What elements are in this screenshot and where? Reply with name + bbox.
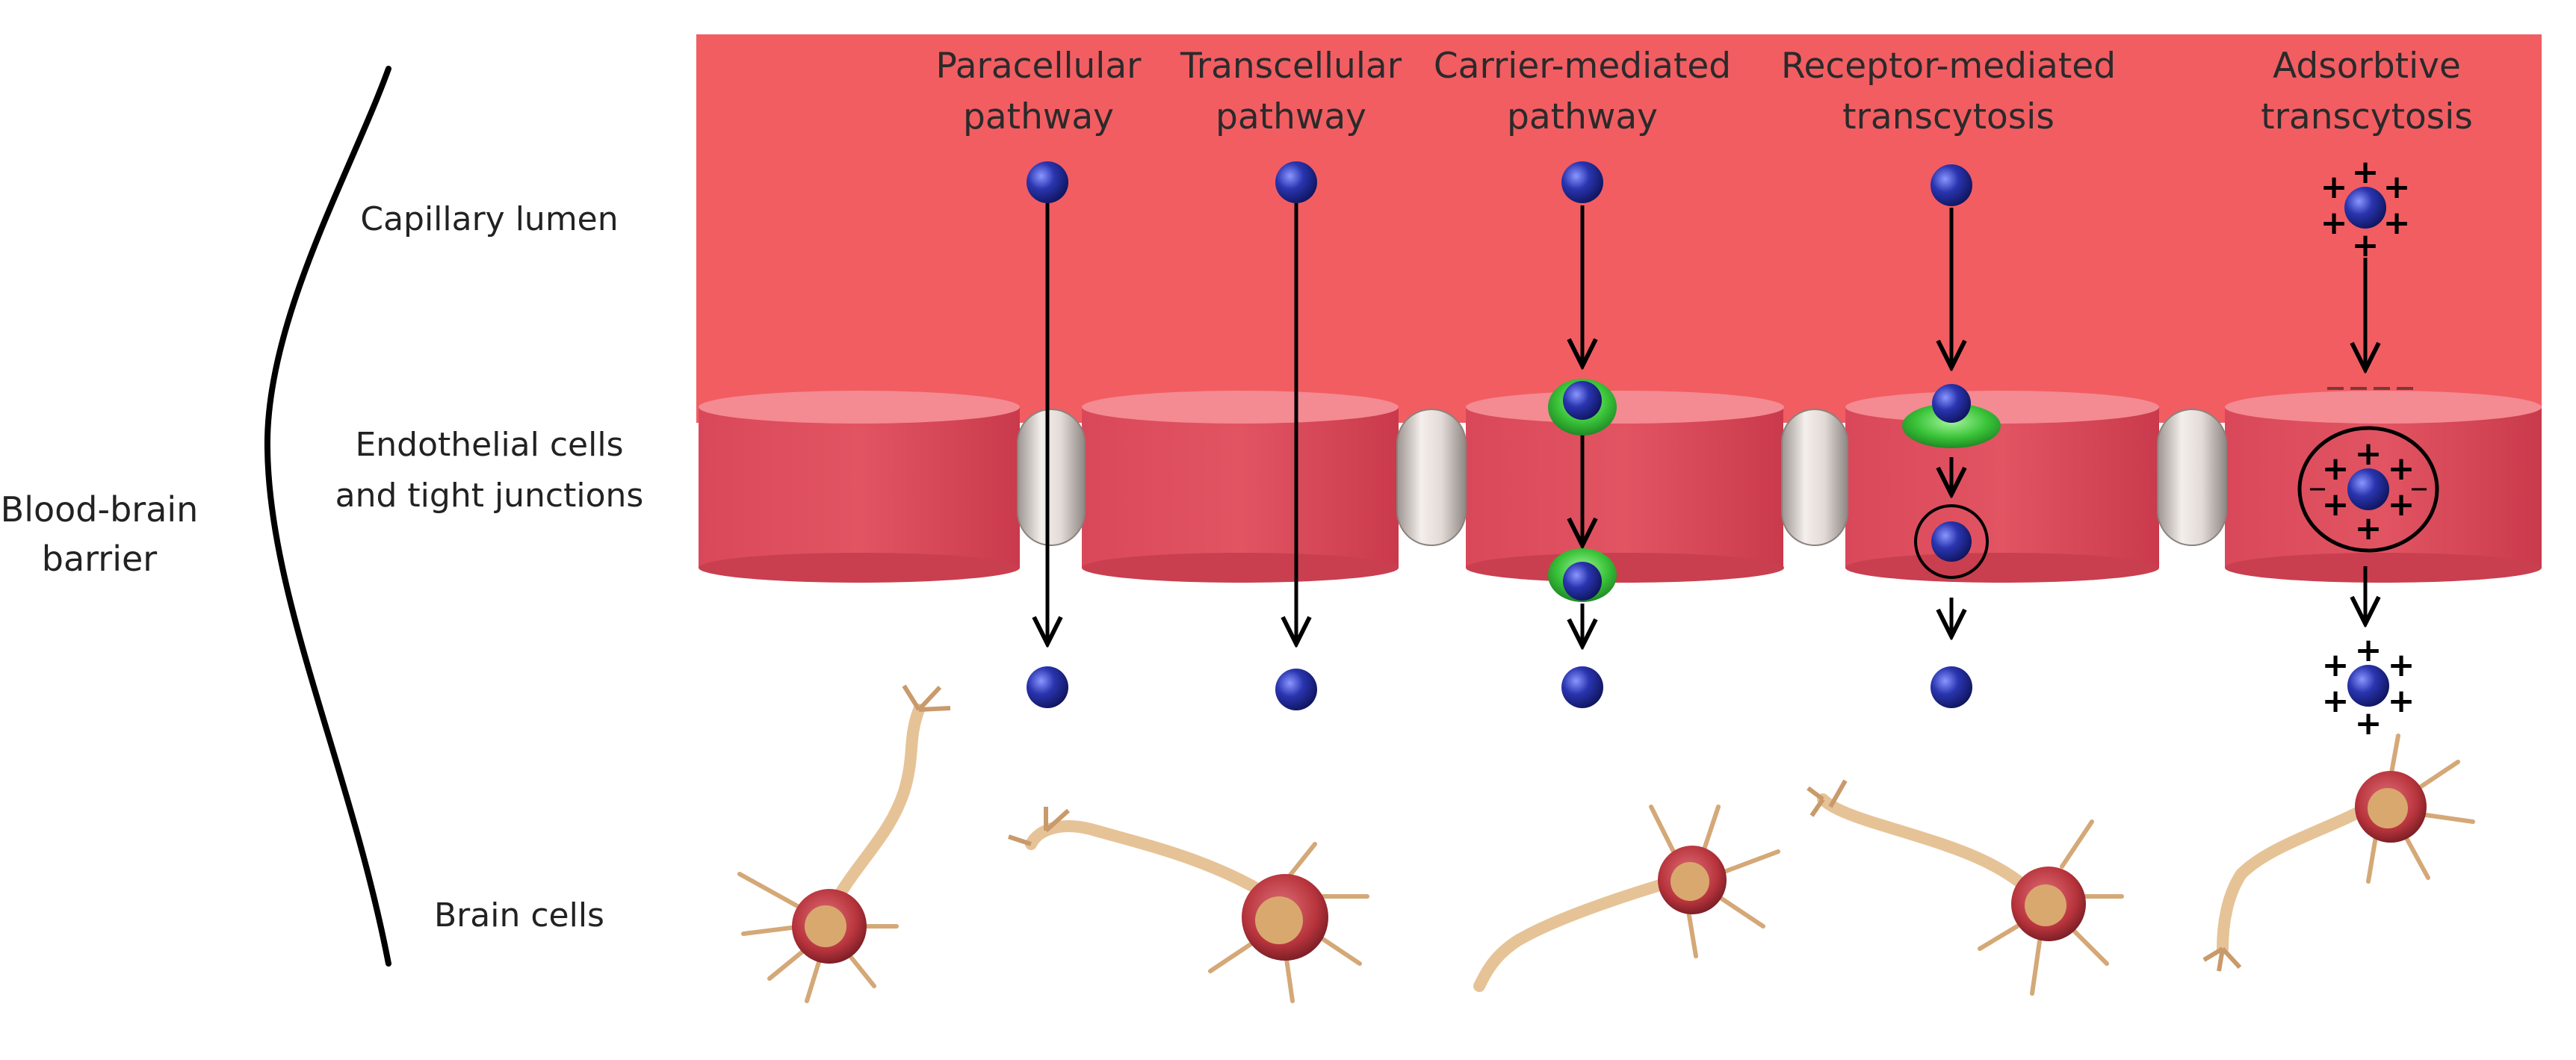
pathway-title-4-line2: transcytosis xyxy=(1842,96,2055,137)
tight-junction-3 xyxy=(1781,409,1848,546)
side-label-line1: Blood-brain xyxy=(1,489,199,530)
charge-sign: + xyxy=(2352,226,2380,264)
vesicle-adsorptive xyxy=(2297,426,2439,553)
molecule-lumen-4 xyxy=(1931,164,1972,206)
pathway-title-1-line2: pathway xyxy=(963,96,1114,137)
neuron-1 xyxy=(737,684,951,1003)
charge-sign: + xyxy=(2388,682,2415,720)
charge-sign: + xyxy=(2383,204,2411,242)
charge-sign: + xyxy=(2355,509,2383,548)
molecule-brain-1 xyxy=(1027,666,1068,708)
molecule-vesicle xyxy=(1931,521,1972,562)
endothelial-cell-2 xyxy=(1082,391,1399,583)
molecule-lumen-3 xyxy=(1561,161,1603,203)
molecule-receptor xyxy=(1932,384,1971,423)
pathway-title-2-line2: pathway xyxy=(1216,96,1366,137)
tight-junction-1 xyxy=(1017,409,1086,546)
pathway-title-3-line1: Carrier-mediated xyxy=(1434,46,1731,87)
endothelial-cell-4 xyxy=(1845,391,2159,583)
tight-junction-4 xyxy=(2157,409,2227,546)
vesicle-receptor xyxy=(1914,504,1989,579)
barrier-brace xyxy=(264,66,391,967)
charge-sign: + xyxy=(2320,168,2348,206)
molecule-brain-2 xyxy=(1275,669,1317,710)
pathway-transcellular xyxy=(1275,161,1317,710)
molecule-carrier-bottom xyxy=(1563,562,1602,601)
tight-junction-2 xyxy=(1396,409,1467,546)
row-label-endothelial-line1: Endothelial cells xyxy=(355,426,623,464)
molecule-brain-3 xyxy=(1561,666,1603,708)
pathway-paracellular xyxy=(1027,161,1068,708)
pathway-title-4-line1: Receptor-mediated xyxy=(1781,46,2116,87)
row-label-brain-cells: Brain cells xyxy=(434,896,604,935)
endothelial-cell-3 xyxy=(1466,391,1784,583)
molecule-brain-4 xyxy=(1931,666,1972,708)
charge-sign: + xyxy=(2322,646,2350,684)
side-label-line2: barrier xyxy=(42,539,157,579)
row-label-endothelial-line2: and tight junctions xyxy=(335,477,644,515)
neuron-2 xyxy=(1008,807,1369,1003)
charge-sign: + xyxy=(2322,682,2350,720)
neuron-4 xyxy=(1806,779,2124,996)
endothelial-cell-1 xyxy=(699,391,1020,583)
pathway-adsorptive: + + + + + + + + + + + + + + + + + + xyxy=(2297,153,2439,743)
pathway-title-5-line2: transcytosis xyxy=(2261,96,2473,137)
charge-sign: + xyxy=(2322,450,2350,488)
charge-sign: + xyxy=(2355,704,2383,743)
charge-sign: + xyxy=(2352,153,2380,191)
capillary-lumen-band xyxy=(696,34,2542,423)
charge-sign: + xyxy=(2355,631,2383,669)
charge-sign: + xyxy=(2388,486,2415,524)
charge-sign: + xyxy=(2388,646,2415,684)
pathway-title-5-line1: Adsorbtive xyxy=(2273,46,2461,87)
neuron-3 xyxy=(1473,805,1780,992)
charge-sign: + xyxy=(2322,486,2350,524)
pathway-title-3-line2: pathway xyxy=(1507,96,1658,137)
pathway-receptor-mediated xyxy=(1902,164,2001,708)
molecule-lumen-1 xyxy=(1027,161,1068,203)
charge-sign: + xyxy=(2320,204,2348,242)
molecule-brain-5 xyxy=(2347,665,2389,707)
charge-sign: + xyxy=(2355,435,2383,473)
row-label-capillary-lumen: Capillary lumen xyxy=(360,200,618,238)
pathway-title-2-line1: Transcellular xyxy=(1180,46,1402,87)
pathway-carrier-mediated xyxy=(1548,161,1617,708)
molecule-lumen-5 xyxy=(2344,187,2386,229)
molecule-lumen-2 xyxy=(1275,161,1317,203)
neuron-5 xyxy=(2202,734,2475,972)
charge-sign: + xyxy=(2383,168,2411,206)
molecule-vesicle-adsorptive xyxy=(2347,468,2389,510)
pathway-title-1-line1: Paracellular xyxy=(935,46,1142,87)
charge-sign: + xyxy=(2388,450,2415,488)
molecule-carrier-top xyxy=(1563,381,1602,420)
receptor-protein xyxy=(1902,403,2001,448)
